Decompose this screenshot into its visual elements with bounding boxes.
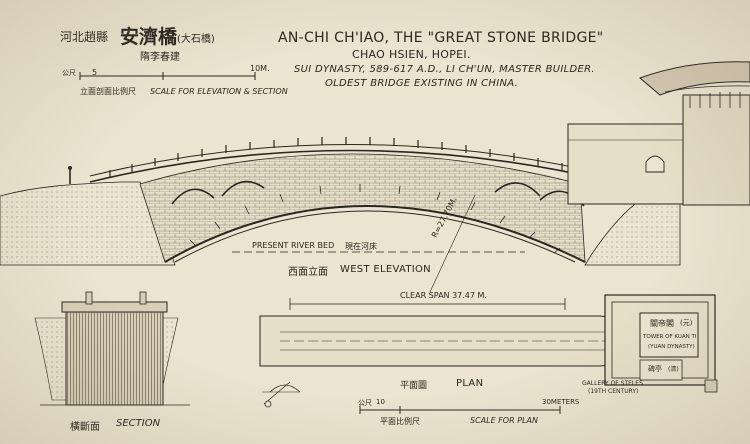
temple-dynasty: (YUAN DYNASTY) [648,344,695,350]
river-bed-label: PRESENT RIVER BED [252,241,335,250]
title-line-1: AN-CHI CH'IAO, THE "GREAT STONE BRIDGE" [278,30,604,46]
elevation-scale-unit: 公尺 [62,69,76,77]
spandrel-arch [171,188,215,205]
plan-scale-caption: SCALE FOR PLAN [470,416,538,425]
section-body [65,311,164,406]
title-line-2: CHAO HSIEN, HOPEI. [352,48,471,61]
section-post [139,291,147,305]
plan-scale-zh: 平面比例尺 [380,417,420,426]
tower-gate [645,155,665,173]
west-elevation-drawing [0,137,681,293]
main-arch [164,205,586,263]
section-post [85,291,93,305]
tower-of-kuan-ti-plan [639,312,699,358]
tower-roof [639,61,750,96]
temple-label-zh: 關帝閣 [650,319,674,328]
gallery-note: (19TH CENTURY) [588,388,639,395]
stele-pavilion-zh: 碑亭 [648,365,662,373]
plan-scale-end: 30METERS [542,398,580,406]
clear-span-label: CLEAR SPAN 37.47 M. [400,291,487,300]
plan-scale-start: 10 [376,398,385,406]
plan-scale-unit: 公尺 [358,399,372,407]
section-drawing [34,291,190,406]
river-bed-label-zh: 現在河床 [345,242,377,251]
elevation-scale-zh: 立面剖面比例尺 [80,87,136,96]
elevation-scale-caption: SCALE FOR ELEVATION & SECTION [150,87,288,96]
elevation-scale-start: 5 [92,68,98,77]
section-title-zh: 橫斷面 [70,422,100,433]
title-line-3: SUI DYNASTY, 589-617 A.D., LI CH'UN, MAS… [294,64,595,75]
stele-pavilion-zh-note: (清) [668,366,679,373]
plan-title: PLAN [456,378,484,389]
gallery-label: GALLERY OF STELES [582,380,643,387]
right-bank [584,194,681,266]
tower-base [567,123,684,205]
chinese-location: 河北趙縣 [60,30,109,44]
elevation-title: WEST ELEVATION [340,264,431,275]
tower-elevation [567,61,750,206]
temple-label: TOWER OF KUAN TI [643,334,697,340]
elevation-scale-end: 10M. [250,64,270,73]
bridge-parapet [89,149,606,183]
chinese-alt-name: (大石橋) [177,34,215,45]
stele-pavilion-plan [639,359,683,381]
chinese-bridge-name: 安濟橋 [120,26,178,48]
spandrel-arch [221,180,265,197]
chinese-era: 隋李春建 [140,52,180,63]
north-arrow-icon [263,381,291,408]
elevation-scale-bar [79,72,256,80]
plan-drawing [259,294,718,408]
plan-title-zh: 平面圖 [400,381,428,391]
spandrel-arch [494,182,541,197]
section-title: SECTION [116,418,161,429]
title-line-4: OLDEST BRIDGE EXISTING IN CHINA. [325,78,519,89]
plan-scale-bar [359,406,561,414]
parapet-posts [109,137,586,178]
temple-label-zh-note: (元) [680,319,693,327]
elevation-title-zh: 西面立面 [288,267,328,278]
